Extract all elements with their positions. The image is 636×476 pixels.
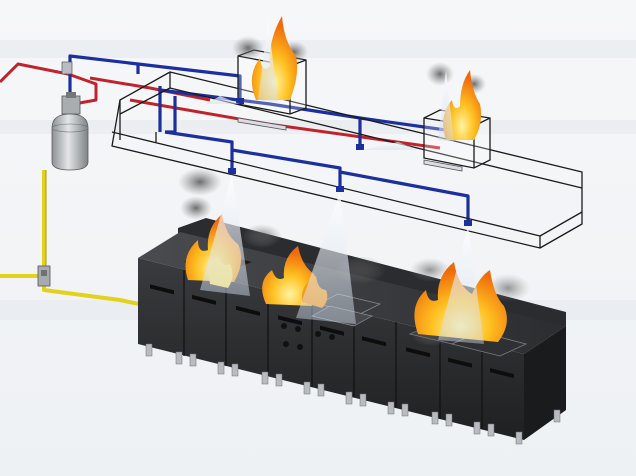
gas-shutoff-valve [37,265,51,287]
nozzles [228,98,472,226]
spray-cones [200,20,484,344]
hood-filters [237,117,463,172]
hood-nozzle-1 [236,98,244,104]
spray-appliance-2 [296,192,356,324]
spray-duct-right [438,70,454,142]
agent-piping [68,54,470,222]
flame-duct-right [443,70,482,140]
spray-hood-2 [362,142,420,150]
spray-duct-left [258,20,278,102]
spray-hood-1 [206,96,240,104]
spray-appliance-3 [438,226,484,344]
spray-appliance-1 [200,174,250,296]
appliance-nozzle-3 [464,220,472,226]
control-head [61,61,73,75]
hood-nozzle-2 [356,144,364,150]
appliance-nozzle-2 [336,186,344,192]
suppression-agent-cylinder [51,92,89,171]
appliance-nozzle-1 [228,168,236,174]
